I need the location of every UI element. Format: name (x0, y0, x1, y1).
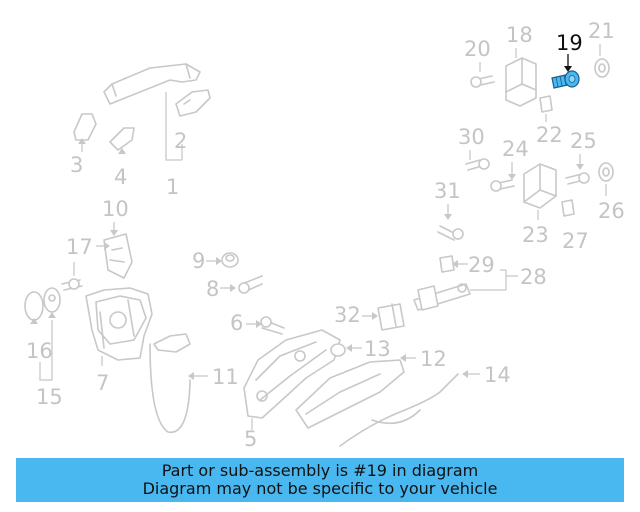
part-number-9: 9 (192, 249, 205, 273)
bolt-24 (490, 179, 515, 192)
bushing-22 (539, 95, 553, 113)
release-cable (149, 333, 191, 433)
caption-banner: Part or sub-assembly is #19 in diagram D… (16, 458, 624, 502)
bushing-27 (561, 199, 575, 217)
part-number-12: 12 (420, 347, 447, 371)
part-number-7: 7 (96, 371, 109, 395)
caption-line-1: Part or sub-assembly is #19 in diagram (161, 461, 479, 480)
washer-21 (594, 58, 610, 78)
part-number-5: 5 (244, 427, 257, 451)
part-number-27: 27 (562, 229, 589, 253)
upper-hinge (505, 57, 537, 107)
lock-cable (339, 373, 459, 447)
part-number-30: 30 (458, 125, 485, 149)
part-number-4: 4 (114, 165, 127, 189)
bolt-25 (565, 172, 590, 185)
part-number-29: 29 (468, 253, 495, 277)
part-number-16: 16 (26, 339, 53, 363)
door-module-carrier (243, 329, 341, 419)
key-cylinder-cover (73, 113, 97, 141)
handle-cap (175, 89, 211, 117)
part-number-15: 15 (36, 385, 63, 409)
part-number-18: 18 (506, 23, 533, 47)
caption-line-2: Diagram may not be specific to your vehi… (142, 479, 498, 498)
part-number-32: 32 (334, 303, 361, 327)
part-number-10: 10 (102, 197, 129, 221)
latch-seal (24, 287, 61, 321)
bolt-17 (61, 278, 83, 291)
part-number-1: 1 (166, 175, 179, 199)
part-number-23: 23 (522, 223, 549, 247)
highlighted-bolt-19 (551, 70, 580, 89)
lower-hinge (523, 163, 557, 209)
washer-26 (598, 162, 614, 182)
part-number-22: 22 (536, 123, 563, 147)
window-regulator (295, 359, 405, 429)
outside-door-handle (103, 63, 201, 105)
grommet-9 (221, 252, 239, 268)
part-number-24: 24 (502, 137, 529, 161)
bolt-8 (238, 275, 263, 294)
part-number-31: 31 (434, 179, 461, 203)
bolt-30 (465, 158, 490, 171)
part-number-13: 13 (364, 337, 391, 361)
part-number-28: 28 (520, 265, 547, 289)
part-number-14: 14 (484, 363, 511, 387)
part-number-19: 19 (556, 31, 583, 55)
bolt-6 (260, 316, 285, 335)
door-check-strap (413, 255, 471, 311)
part-number-11: 11 (212, 365, 239, 389)
bolt-31 (437, 225, 464, 241)
door-stopper-32 (377, 303, 405, 331)
part-number-25: 25 (570, 129, 597, 153)
part-number-6: 6 (230, 311, 243, 335)
washer-13 (330, 343, 346, 357)
part-number-8: 8 (206, 277, 219, 301)
handle-gasket (109, 127, 135, 151)
handle-bracket (103, 233, 133, 279)
bolt-20 (470, 75, 495, 88)
part-number-3: 3 (70, 153, 83, 177)
part-number-26: 26 (598, 199, 625, 223)
part-number-17: 17 (66, 235, 93, 259)
leader-1-2 (165, 92, 183, 161)
part-number-2: 2 (174, 129, 187, 153)
part-number-20: 20 (464, 37, 491, 61)
door-latch (85, 287, 153, 361)
part-number-21: 21 (588, 19, 615, 43)
